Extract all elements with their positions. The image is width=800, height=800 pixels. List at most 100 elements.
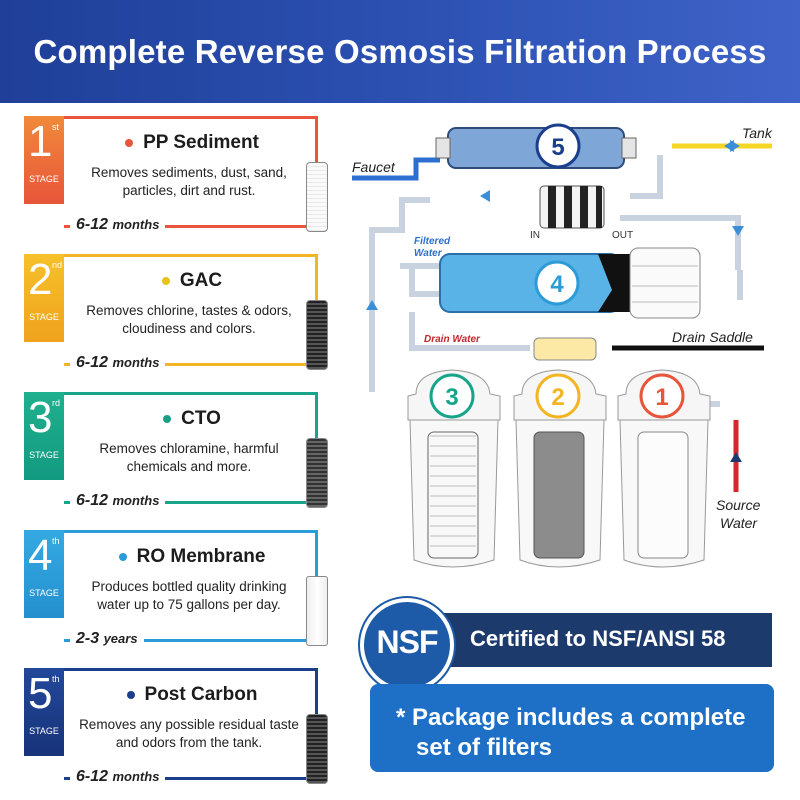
bullet-dot	[161, 276, 170, 285]
duration-unit: months	[112, 355, 160, 370]
bullet-dot	[125, 138, 134, 147]
source-water-label-line2: Water	[720, 515, 758, 531]
stage-description: Removes chloramine, harmful chemicals an…	[99, 441, 279, 474]
stage-name: GAC	[179, 270, 223, 291]
stage-description: Produces bottled quality drinking water …	[91, 579, 287, 612]
ro-membrane-housing: 4	[439, 247, 701, 319]
stage-label: STAGE	[29, 726, 59, 736]
duration-unit: years	[103, 631, 138, 646]
package-note-line1: * Package includes a complete	[396, 704, 746, 731]
duration-value: 6-12	[76, 768, 109, 785]
stage-card-1: 1 st STAGE PP Sediment Removes sediments…	[24, 116, 328, 238]
stage-badge: 4 th STAGE	[24, 530, 64, 618]
ro-system-diagram: 5 IN OUT 4 Tank Faucet Filtered Water Dr…	[352, 123, 773, 568]
duration-value: 6-12	[76, 354, 109, 371]
gac-filter-icon	[306, 300, 328, 370]
filtered-water-label-line1: Filtered	[414, 236, 451, 247]
stage-description: Removes sediments, dust, sand, particles…	[91, 165, 287, 198]
duration-unit: months	[112, 493, 160, 508]
duration-value: 6-12	[76, 492, 109, 509]
stage-number: 3	[28, 393, 53, 442]
post-carbon-filter-icon	[306, 714, 328, 784]
stage-badge: 1 st STAGE	[24, 116, 64, 204]
stage-label: STAGE	[29, 588, 59, 598]
stage-3-marker	[429, 373, 475, 419]
stage-name: RO Membrane	[136, 546, 266, 567]
in-label: IN	[530, 230, 540, 241]
source-water-label-line1: Source	[716, 497, 761, 513]
stage-title: CTO	[82, 408, 302, 430]
drain-water-label: Drain Water	[424, 334, 481, 345]
stage-title: RO Membrane	[82, 546, 302, 568]
faucet-line	[352, 157, 440, 181]
nsf-logo-text: NSF	[376, 624, 439, 660]
stage-badge: 3 rd STAGE	[24, 392, 64, 480]
bullet-dot	[163, 414, 172, 423]
stage-card-4: 4 th STAGE RO Membrane Produces bottled …	[24, 530, 328, 652]
canister-1: 1	[617, 369, 711, 568]
out-label: OUT	[612, 230, 633, 241]
stage-duration: 6-12 months	[70, 492, 166, 510]
stage-title: Post Carbon	[82, 684, 302, 706]
stage-number: 2	[28, 255, 53, 304]
stage-duration: 6-12 months	[70, 354, 166, 372]
stage-number-suffix: th	[52, 674, 60, 684]
stage-number: 1	[28, 117, 53, 166]
package-note-line2: set of filters	[416, 734, 553, 761]
stage-1-marker	[639, 373, 685, 419]
stage-duration: 2-3 years	[70, 630, 144, 648]
drain-saddle-label: Drain Saddle	[672, 329, 753, 345]
certification-text: Certified to NSF/ANSI 58	[470, 626, 726, 651]
stage-description: Removes chlorine, tastes & odors, cloudi…	[86, 303, 292, 336]
duration-value: 6-12	[76, 216, 109, 233]
stage-card-2: 2 nd STAGE GAC Removes chlorine, tastes …	[24, 254, 328, 376]
header-banner: Complete Reverse Osmosis Filtration Proc…	[0, 0, 800, 103]
duration-unit: months	[112, 769, 160, 784]
filtered-water-label-line2: Water	[414, 248, 443, 259]
cto-filter-icon	[306, 438, 328, 508]
bullet-dot	[126, 690, 135, 699]
package-note: * Package includes a complete set of fil…	[370, 684, 774, 772]
stage-1-number: 1	[655, 384, 668, 411]
canister-3: 3	[407, 369, 501, 568]
tubing	[369, 155, 743, 407]
stage-card-5: 5 th STAGE Post Carbon Removes any possi…	[24, 668, 328, 790]
nsf-logo: NSF	[360, 598, 454, 692]
stage-number-suffix: st	[52, 122, 60, 132]
stage-duration: 6-12 months	[70, 216, 166, 234]
stage-3-number: 3	[445, 384, 458, 411]
stage-duration: 6-12 months	[70, 768, 166, 786]
bullet-dot	[118, 552, 127, 561]
duration-unit: months	[112, 217, 160, 232]
stage-name: PP Sediment	[143, 132, 259, 153]
stage-title: PP Sediment	[82, 132, 302, 154]
stage-label: STAGE	[29, 174, 59, 184]
stage-4-number: 4	[550, 271, 564, 298]
tank-label: Tank	[742, 125, 773, 141]
stage-label: STAGE	[29, 450, 59, 460]
stage-number-suffix: th	[52, 536, 60, 546]
page-title: Complete Reverse Osmosis Filtration Proc…	[33, 32, 767, 70]
stage-5-number: 5	[551, 134, 564, 161]
flow-restrictor	[533, 337, 597, 361]
canister-2: 2	[513, 369, 607, 568]
flow-arrows	[366, 140, 744, 462]
ro-membrane-icon	[306, 576, 328, 646]
stage-label: STAGE	[29, 312, 59, 322]
post-carbon-housing: 5	[435, 123, 637, 169]
faucet-label: Faucet	[352, 159, 396, 175]
stage-card-3: 3 rd STAGE CTO Removes chloramine, harmf…	[24, 392, 328, 514]
stage-number: 5	[28, 669, 53, 718]
stage-number: 4	[28, 531, 53, 580]
stage-2-number: 2	[551, 384, 564, 411]
stage-description: Removes any possible residual taste and …	[79, 717, 299, 750]
pp-sediment-filter-icon	[306, 162, 328, 232]
stage-number-suffix: nd	[52, 260, 63, 270]
stage-title: GAC	[82, 270, 302, 292]
stage-2-marker	[535, 373, 581, 419]
stage-badge: 2 nd STAGE	[24, 254, 64, 342]
stage-name: Post Carbon	[144, 684, 258, 705]
stage-4-marker	[534, 260, 580, 306]
stage-number-suffix: rd	[52, 398, 61, 408]
stage-5-marker	[535, 123, 581, 169]
